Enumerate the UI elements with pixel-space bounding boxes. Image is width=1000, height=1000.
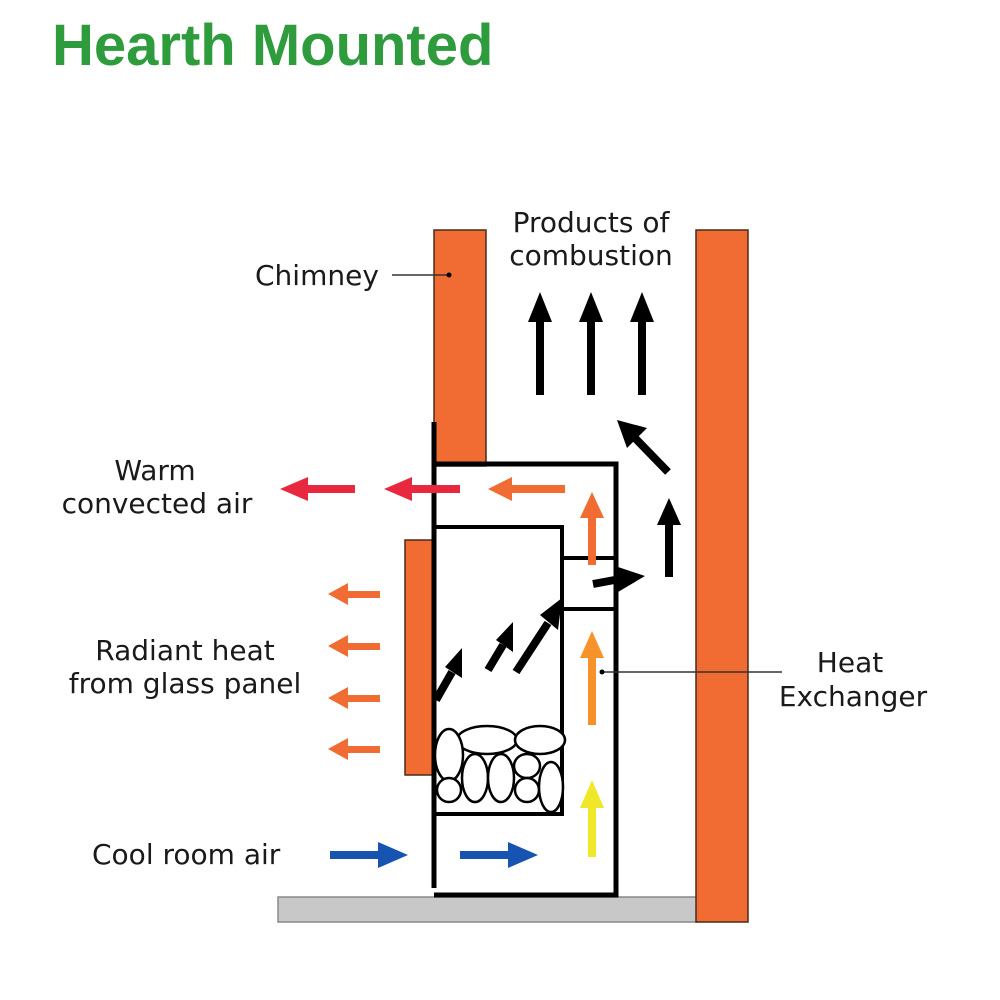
cool-intake-arrow <box>580 780 604 857</box>
radiant-arrow <box>328 687 380 709</box>
hearth-base <box>277 896 699 923</box>
label-warm-line2: convected air <box>62 487 253 520</box>
label-products-line1: Products of <box>513 206 671 239</box>
chimney-wall-left <box>433 229 487 467</box>
warm-air-arrow <box>280 477 355 501</box>
label-radiant-line1: Radiant heat <box>95 634 274 667</box>
radiant-arrow <box>328 583 380 605</box>
label-heat-exchanger-line1: Heat <box>817 646 883 679</box>
label-radiant-line2: from glass panel <box>69 667 302 700</box>
heat-exchanger-leader-dot <box>599 669 605 675</box>
flame-arrow <box>484 622 513 673</box>
combustion-arrows <box>432 292 681 702</box>
warm-air-arrow <box>384 477 460 501</box>
combustion-arrow <box>657 498 681 577</box>
label-cool-room-air: Cool room air <box>92 838 281 871</box>
label-chimney: Chimney <box>255 259 379 292</box>
label-heat-exchanger-line2: Exchanger <box>779 680 928 713</box>
flame-arrow <box>432 648 462 702</box>
heat-exchanger-arrow <box>580 631 604 725</box>
chimney-leader-dot <box>446 272 452 278</box>
radiant-arrow <box>328 738 380 760</box>
combustion-arrow <box>630 292 654 395</box>
fire-logs <box>433 724 567 814</box>
diagram-title: Hearth Mounted <box>52 13 494 78</box>
glass-panel <box>404 539 434 776</box>
stove-body <box>431 422 619 898</box>
combustion-arrow <box>579 292 603 395</box>
flame-arrow <box>512 598 562 675</box>
combustion-arrow <box>528 292 552 395</box>
combustion-arrow <box>617 420 671 475</box>
radiant-heat-arrows <box>328 583 380 760</box>
cool-air-arrow <box>330 842 408 868</box>
label-warm-line1: Warm <box>114 454 195 487</box>
label-products-line2: combustion <box>509 239 673 272</box>
radiant-arrow <box>328 635 380 657</box>
cool-air-arrows <box>330 842 538 868</box>
combustion-arrow <box>592 566 645 592</box>
cool-air-arrow <box>460 842 538 868</box>
chimney-wall-right <box>695 229 749 923</box>
warm-air-arrows <box>280 477 604 565</box>
convection-arrow <box>488 477 565 501</box>
convection-arrow <box>580 492 604 565</box>
